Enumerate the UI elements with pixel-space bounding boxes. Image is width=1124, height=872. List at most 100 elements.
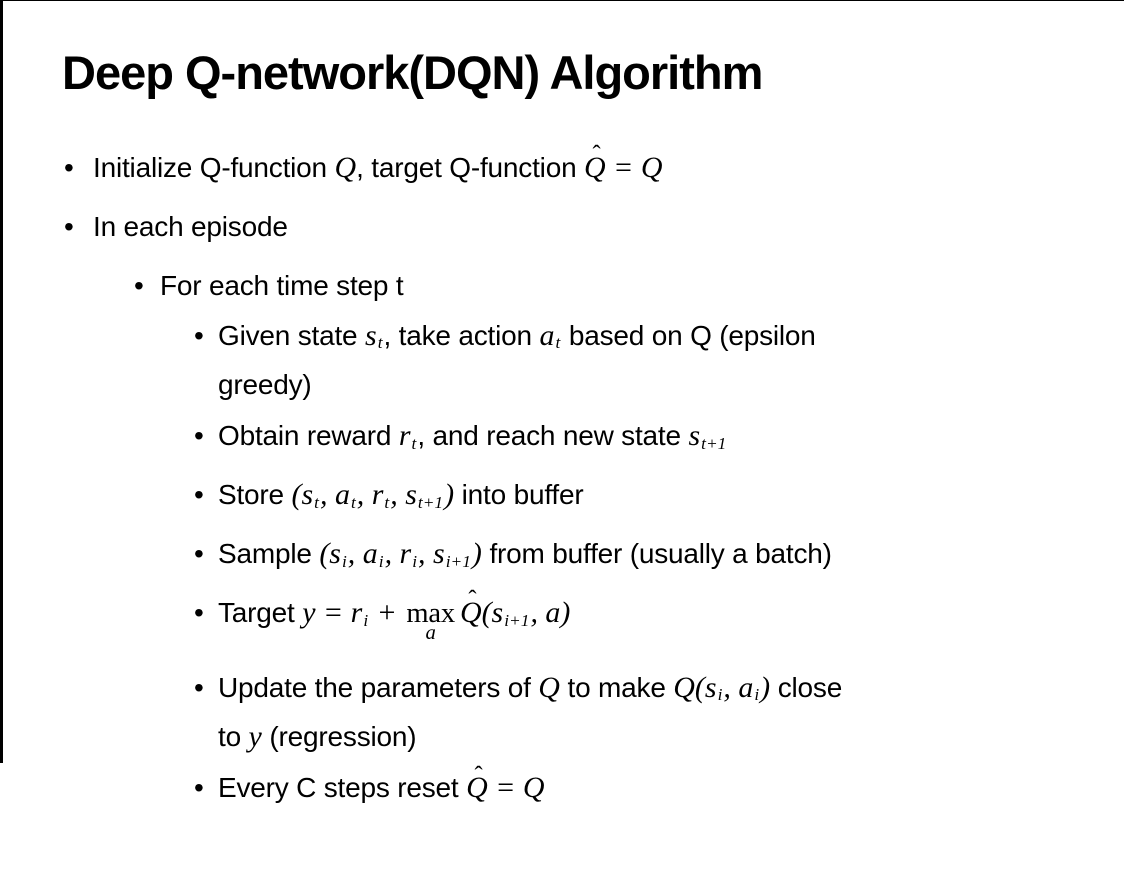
- math-subscript: t: [350, 492, 356, 512]
- slide-title: Deep Q-network(DQN) Algorithm: [62, 46, 763, 99]
- math-hat-variable: Q: [584, 147, 606, 189]
- text-segment: Sample: [218, 537, 320, 569]
- text-segment: , and reach new state: [417, 420, 689, 452]
- bullet-text: Obtain reward rt, and reach new state st…: [218, 415, 1086, 465]
- bullet-marker: •: [134, 269, 144, 301]
- math-subscript: t: [411, 434, 417, 454]
- text-segment: Target: [218, 596, 303, 628]
- bullet-marker: •: [64, 210, 74, 242]
- math-segment: (s: [319, 536, 341, 570]
- bullet-text: Initialize Q-function Q, target Q-functi…: [93, 147, 961, 189]
- math-subscript: t+1: [417, 492, 444, 512]
- math-segment: s: [365, 318, 377, 352]
- text-segment: (regression): [261, 721, 417, 753]
- slide-frame-top-edge: [0, 0, 1124, 1]
- bullet-item: •Sample (si, ai, ri, si+1) from buffer (…: [0, 533, 1124, 583]
- bullet-item: • Update the parameters of Q to make Q(si…: [0, 667, 1124, 759]
- math-subscript: i: [378, 551, 384, 571]
- bullet-text: For each time step t: [160, 265, 1028, 307]
- math-segment: ): [444, 478, 455, 512]
- math-segment: , r: [384, 536, 412, 570]
- bullet-text: In each episode: [93, 206, 961, 248]
- math-hat-variable: Q: [466, 767, 488, 809]
- text-segment: , take action: [383, 319, 540, 351]
- math-segment: +: [369, 595, 405, 629]
- math-segment: (s: [481, 595, 504, 629]
- math-subscript: t: [377, 333, 383, 353]
- math-segment: y = r: [302, 595, 363, 629]
- text-segment: to: [218, 721, 249, 753]
- bullet-item: • For each time step t: [0, 265, 1124, 307]
- math-segment: , r: [356, 478, 384, 512]
- text-segment: from buffer (usually a batch): [481, 537, 832, 569]
- text-segment: Every C steps reset: [218, 772, 467, 804]
- bullet-marker: •: [194, 319, 204, 351]
- bullet-item: • Every C steps reset Q = Q: [0, 767, 1124, 809]
- bullet-text: Sample (si, ai, ri, si+1) from buffer (u…: [218, 533, 1086, 583]
- text-segment: based on Q (epsilon: [561, 319, 816, 351]
- math-subscript: i: [717, 685, 723, 705]
- math-segment: , s: [418, 536, 445, 570]
- math-segment: , a: [347, 536, 378, 570]
- math-segment: s: [688, 419, 701, 453]
- text-segment: For each time step t: [160, 269, 404, 301]
- bullet-marker: •: [194, 420, 204, 452]
- text-segment: Store: [218, 479, 292, 511]
- bullet-marker: •: [194, 772, 204, 804]
- text-segment: , target Q-function: [356, 151, 585, 183]
- bullet-marker: •: [64, 151, 74, 183]
- math-subscript: t: [384, 492, 390, 512]
- math-segment: , a: [319, 478, 350, 512]
- bullet-item: • Store (st, at, rt, st+1) into buffer: [0, 474, 1124, 524]
- math-segment: ): [471, 536, 482, 570]
- math-segment: ): [760, 670, 771, 704]
- bullet-marker: •: [194, 671, 204, 703]
- slide: Deep Q-network(DQN) Algorithm • Initializ…: [0, 0, 1124, 809]
- math-segment: (s: [291, 478, 314, 512]
- math-segment: y: [248, 720, 262, 754]
- text-segment: Given state: [218, 319, 366, 351]
- bullet-marker: •: [194, 537, 204, 569]
- max-operator-label: max: [406, 597, 455, 629]
- bullet-item: • Initialize Q-function Q, target Q-funct…: [0, 147, 1124, 189]
- math-subscript: i+1: [504, 610, 530, 630]
- math-segment: , a: [723, 670, 754, 704]
- math-subscript: i+1: [445, 551, 471, 571]
- math-segment: r: [398, 419, 411, 453]
- text-segment: Update the parameters of: [218, 671, 539, 703]
- math-segment: , a): [530, 595, 571, 629]
- text-segment: In each episode: [93, 210, 288, 242]
- math-segment: Q: [538, 670, 560, 704]
- bullet-item: •Given state st, take action at based on…: [0, 315, 1124, 407]
- math-segment: = Q: [605, 150, 663, 184]
- math-segment: = Q: [487, 771, 545, 805]
- bullet-text: Store (st, at, rt, st+1) into buffer: [218, 474, 1086, 524]
- math-subscript: i: [412, 551, 418, 571]
- text-segment: greedy): [218, 369, 312, 401]
- math-hat-variable: Q: [460, 592, 482, 634]
- bullet-list: •Initialize Q-function Q, target Q-funct…: [0, 147, 1124, 810]
- math-subscript: t: [555, 333, 561, 353]
- bullet-item: • In each episode: [0, 206, 1124, 248]
- math-segment: a: [539, 318, 555, 352]
- bullet-marker: •: [194, 479, 204, 511]
- math-subscript: i: [363, 610, 369, 630]
- bullet-item: •Obtain reward rt, and reach new state s…: [0, 415, 1124, 465]
- math-subscript: t+1: [701, 434, 727, 454]
- math-subscript: t: [314, 492, 319, 512]
- math-subscript: i: [341, 551, 347, 571]
- math-segment: Q: [334, 150, 357, 184]
- text-segment: to make: [559, 671, 674, 703]
- text-segment: into buffer: [454, 479, 584, 511]
- slide-frame-left-edge: [0, 0, 3, 763]
- bullet-text: Update the parameters of Q to make Q(si,…: [218, 667, 1086, 759]
- bullet-text: Every C steps reset Q = Q: [218, 767, 1086, 809]
- text-segment: close: [770, 671, 843, 703]
- max-operator-subscript: a: [425, 622, 436, 645]
- text-segment: Initialize Q-function: [93, 151, 335, 183]
- bullet-marker: •: [194, 596, 204, 628]
- math-segment: Q(s: [673, 670, 717, 704]
